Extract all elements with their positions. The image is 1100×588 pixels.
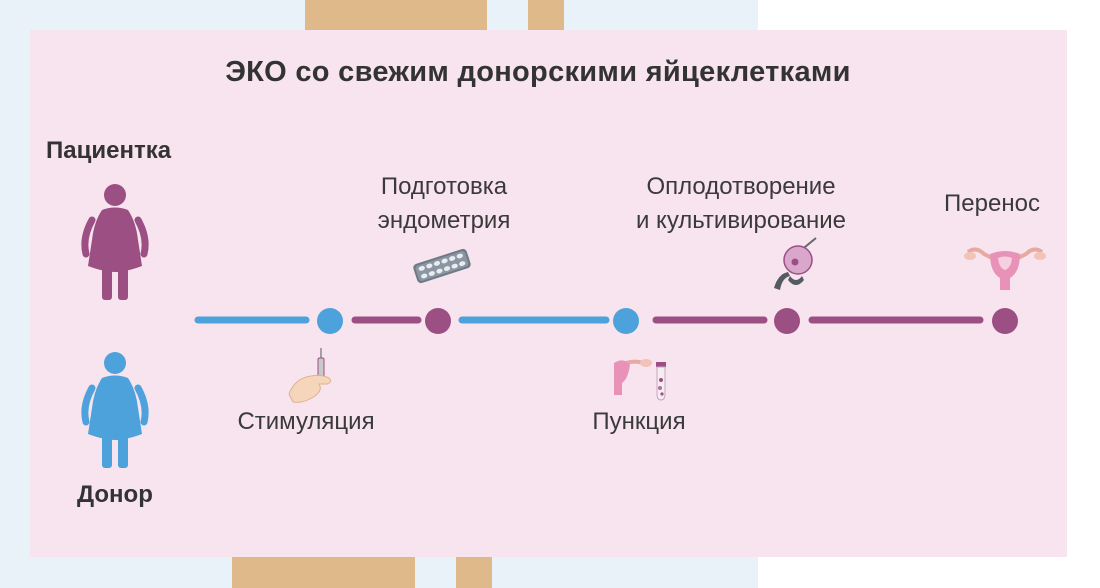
woman-figure-icon <box>81 184 149 300</box>
syringe-hand-icon <box>288 348 332 403</box>
timeline-node-puncture <box>613 308 639 334</box>
diagram-card <box>30 30 1067 557</box>
stage-label-stimulation: Стимуляция <box>237 408 375 435</box>
decorative-block <box>232 557 415 588</box>
woman-figure-icon <box>81 352 149 468</box>
decorative-block <box>305 0 487 30</box>
micropipette-egg-icon <box>774 237 817 290</box>
stage-label-line: Подготовка <box>380 173 508 200</box>
stage-label-puncture: Пункция <box>592 408 686 435</box>
donor-label: Донор <box>77 481 153 508</box>
test-tube-icon <box>656 362 666 401</box>
decorative-block <box>456 557 492 588</box>
pill-blister-icon <box>413 248 471 284</box>
stage-label-endometrium: Подготовка эндометрия <box>360 170 528 238</box>
stage-label-transfer: Перенос <box>944 190 1040 217</box>
uterus-icon <box>614 359 652 395</box>
stage-label-fertilization: Оплодотворение и культивирование <box>608 170 874 238</box>
timeline-node-endometrium <box>425 308 451 334</box>
stage-label-line: эндометрия <box>377 207 511 234</box>
timeline-node-fertilization <box>774 308 800 334</box>
patient-label: Пациентка <box>46 137 172 164</box>
uterus-icon <box>964 247 1046 290</box>
diagram-title: ЭКО со свежим донорскими яйцеклетками <box>225 56 851 88</box>
stage-label-line: Оплодотворение <box>646 173 836 200</box>
timeline-node-stimulation <box>317 308 343 334</box>
decorative-block <box>528 0 564 30</box>
stage-label-line: и культивирование <box>635 207 847 234</box>
timeline-node-transfer <box>992 308 1018 334</box>
